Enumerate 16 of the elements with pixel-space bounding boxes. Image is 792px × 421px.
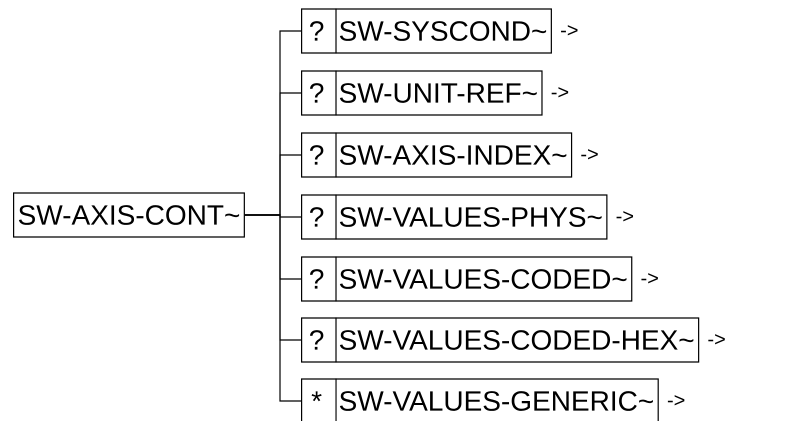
element-box: ? SW-VALUES-CODED~ (301, 256, 632, 302)
element-box: ? SW-VALUES-PHYS~ (301, 194, 608, 240)
continuation-mark: -> (616, 211, 634, 222)
element-box: ? SW-UNIT-REF~ (301, 70, 543, 116)
continuation-mark: -> (708, 334, 725, 344)
root-box: SW-AXIS-CONT~ (13, 192, 245, 238)
continuation-mark: -> (641, 273, 658, 284)
continuation-mark: -> (561, 25, 578, 36)
element-box: ? SW-SYSCOND~ (301, 8, 552, 54)
element-box: * SW-VALUES-GENERIC~ (301, 378, 659, 421)
element-box: ? SW-VALUES-CODED-HEX~ (301, 317, 700, 363)
continuation-mark: -> (581, 149, 598, 160)
continuation-mark: -> (552, 87, 568, 98)
continuation-mark: -> (668, 395, 684, 406)
element-box: ? SW-AXIS-INDEX~ (301, 132, 572, 178)
tree-connector (244, 214, 301, 402)
